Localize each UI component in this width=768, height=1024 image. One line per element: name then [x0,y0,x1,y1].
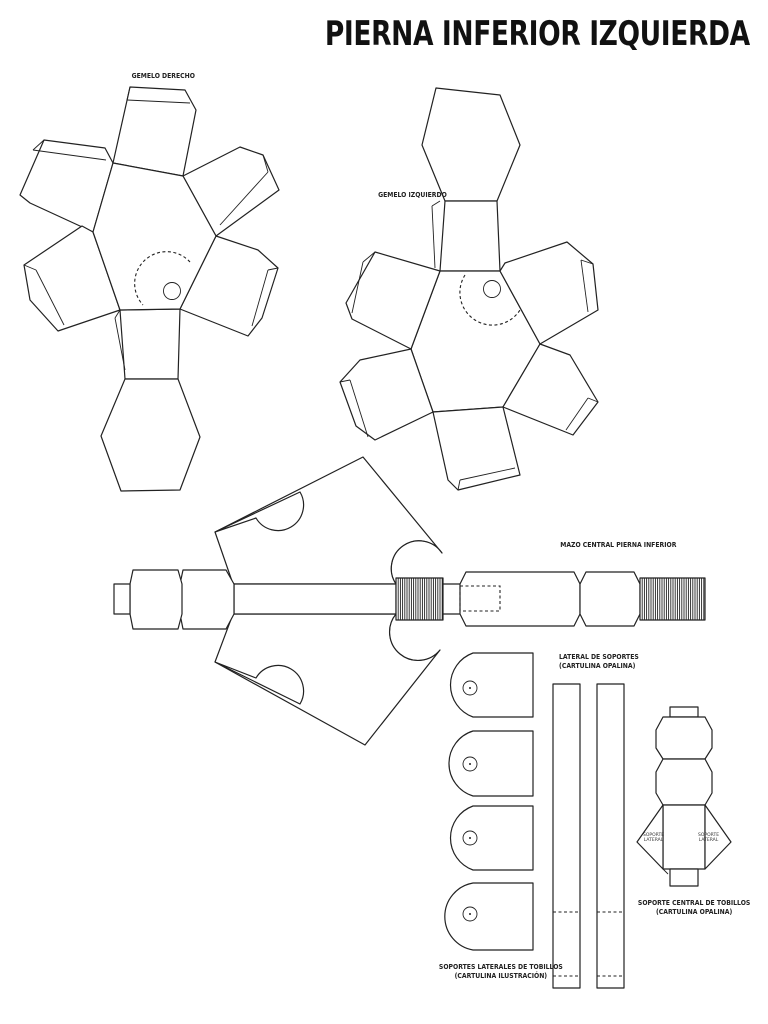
page-title: PIERNA INFERIOR IZQUIERDA [325,14,750,54]
soportes-laterales-tabs [444,652,534,951]
scallop-bottom [389,613,441,661]
scallop-top [390,540,443,585]
gemelo-izquierdo-net [339,87,599,491]
soporte-central-net [636,706,732,887]
gemelo-derecho-net [19,86,280,492]
label-gemelo-izquierdo: GEMELO IZQUIERDO [378,190,447,199]
label-lateral-soportes-line1: LATERAL DE SOPORTES [559,652,639,661]
label-soporte-lateral-left: SOPORTE LATERAL [643,833,664,843]
label-soportes-laterales-line1: SOPORTES LATERALES DE TOBILLOS [438,962,563,971]
label-mazo-central: MAZO CENTRAL PIERNA INFERIOR [560,540,677,549]
lateral-soportes-strips [552,683,625,989]
label-soportes-laterales-line2: (CARTULINA ILUSTRACIÓN) [454,971,548,980]
label-soporte-central-line1: SOPORTE CENTRAL DE TOBILLOS [637,898,751,907]
label-lateral-soportes-line2: (CARTULINA OPALINA) [559,661,636,670]
label-soporte-central-line2: (CARTULINA OPALINA) [655,907,733,916]
mazo-central-net [113,456,706,746]
label-soporte-lateral-left-2: LATERAL [643,838,664,843]
label-soporte-lateral-right: SOPORTE LATERAL [698,833,719,843]
label-lateral-soportes: LATERAL DE SOPORTES (CARTULINA OPALINA) [559,652,639,670]
label-gemelo-derecho: GEMELO DERECHO [131,71,195,80]
label-soportes-laterales: SOPORTES LATERALES DE TOBILLOS (CARTULIN… [439,962,563,980]
label-soporte-lateral-left-1: SOPORTE [643,833,665,838]
label-soporte-central: SOPORTE CENTRAL DE TOBILLOS (CARTULINA O… [638,898,750,916]
label-soporte-lateral-right-1: SOPORTE [698,833,720,838]
label-soporte-lateral-right-2: LATERAL [698,838,719,843]
